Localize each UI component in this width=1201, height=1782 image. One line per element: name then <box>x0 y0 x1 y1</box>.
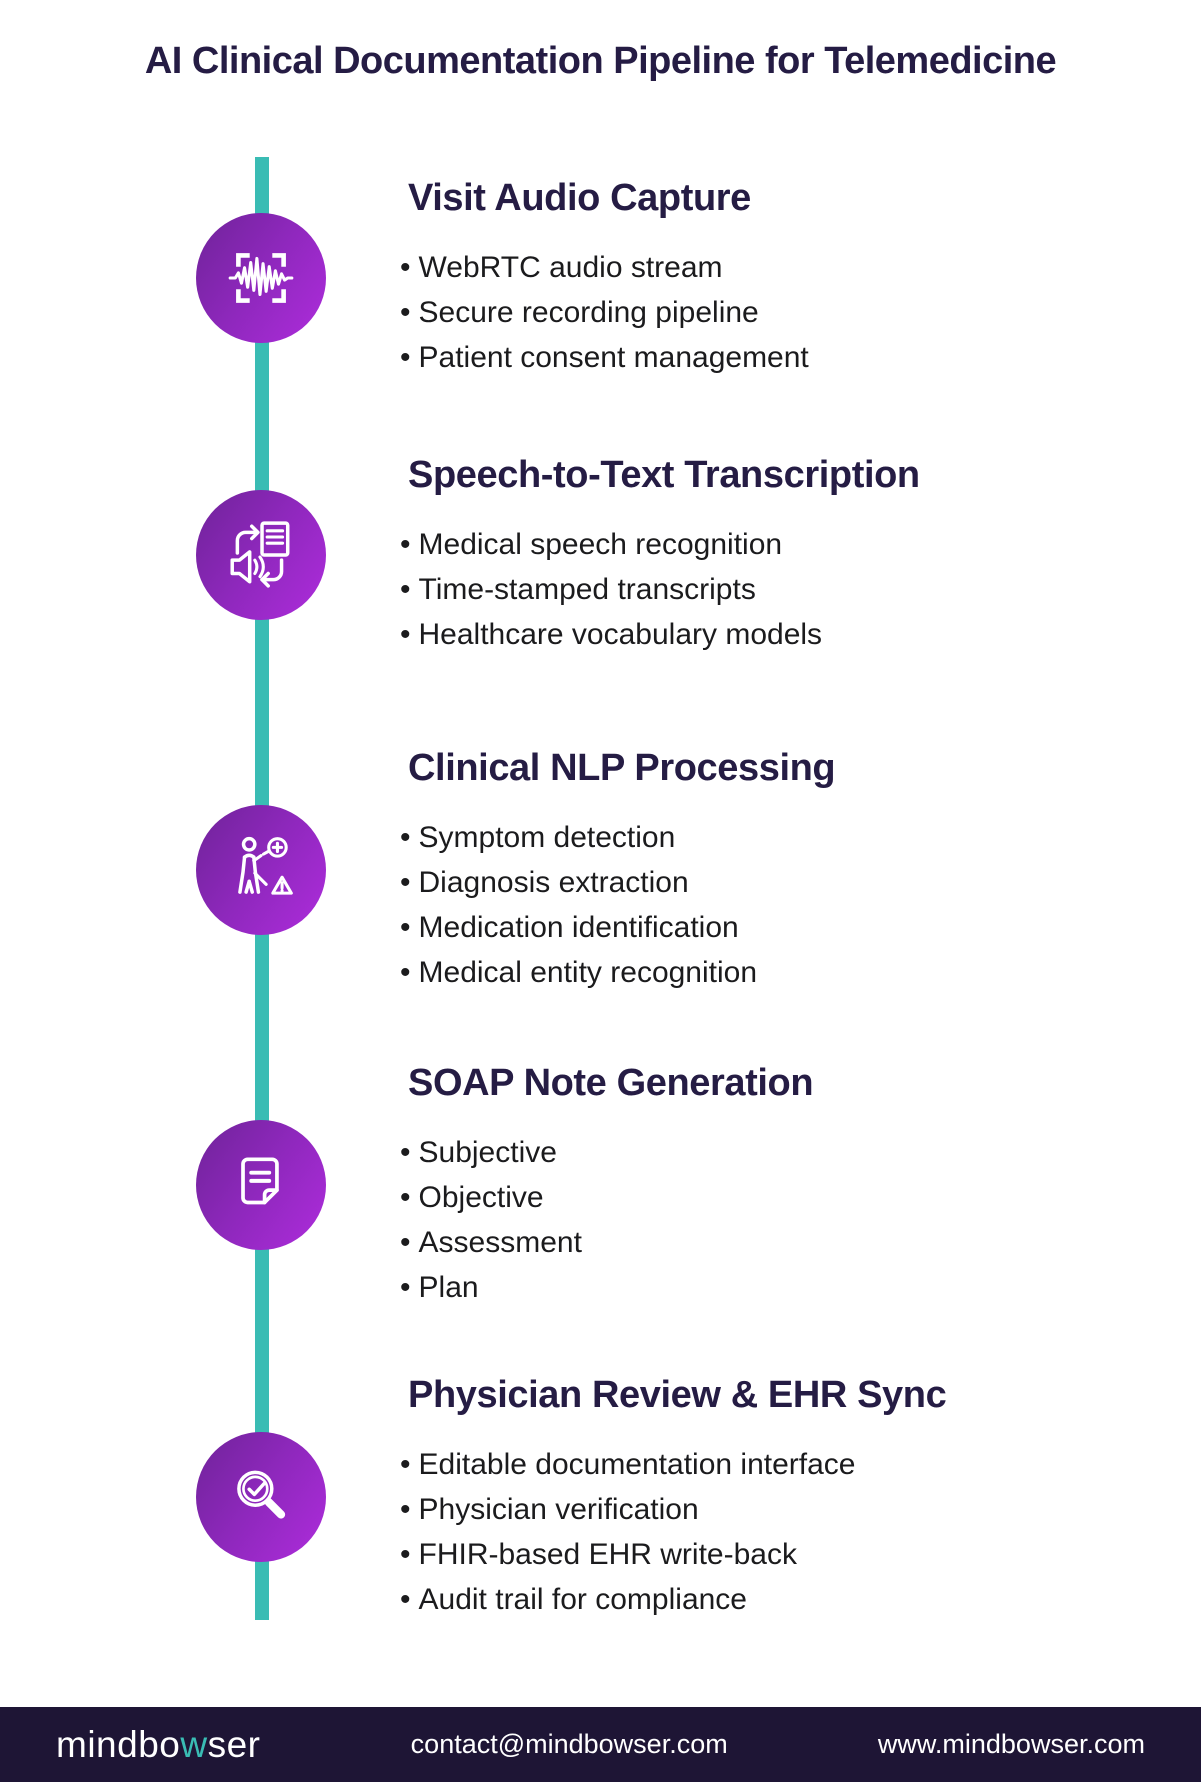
magnifier-check-icon <box>237 1470 286 1519</box>
footer: mindbowser contact@mindbowser.com www.mi… <box>0 1707 1201 1782</box>
step-5-content: Physician Review & EHR Sync Editable doc… <box>400 1372 1120 1622</box>
bullet-item: Healthcare vocabulary models <box>400 612 1120 657</box>
step-1-bullets: WebRTC audio stream Secure recording pip… <box>400 245 1120 380</box>
bullet-item: Secure recording pipeline <box>400 290 1120 335</box>
bullet-item: Medical entity recognition <box>400 950 1120 995</box>
step-4-circle <box>196 1120 326 1250</box>
step-3-title: Clinical NLP Processing <box>408 747 836 789</box>
bullet-item: Medication identification <box>400 905 1120 950</box>
footer-contact-email[interactable]: contact@mindbowser.com <box>410 1729 728 1759</box>
step-2-circle <box>196 490 326 620</box>
note-document-icon <box>241 1157 279 1205</box>
bullet-item: Physician verification <box>400 1487 1120 1532</box>
step-2-bullets: Medical speech recognition Time-stamped … <box>400 522 1120 657</box>
bullet-item: Editable documentation interface <box>400 1442 1120 1487</box>
bullet-item: FHIR-based EHR write-back <box>400 1532 1120 1577</box>
footer-website-url[interactable]: www.mindbowser.com <box>877 1729 1145 1759</box>
bullet-item: Diagnosis extraction <box>400 860 1120 905</box>
step-1-title: Visit Audio Capture <box>408 177 751 219</box>
step-4-bullets: Subjective Objective Assessment Plan <box>400 1130 1120 1310</box>
bullet-item: Assessment <box>400 1220 1120 1265</box>
audio-waveform-capture-icon <box>228 253 294 303</box>
logo-accent-w: w <box>180 1723 208 1765</box>
step-5-title: Physician Review & EHR Sync <box>408 1374 947 1416</box>
step-1-content: Visit Audio Capture WebRTC audio stream … <box>400 175 1120 380</box>
step-2-content: Speech-to-Text Transcription Medical spe… <box>400 452 1120 657</box>
step-2-title: Speech-to-Text Transcription <box>408 454 920 496</box>
bullet-item: Medical speech recognition <box>400 522 1120 567</box>
bullet-item: Time-stamped transcripts <box>400 567 1120 612</box>
step-5-bullets: Editable documentation interface Physici… <box>400 1442 1120 1622</box>
step-4-content: SOAP Note Generation Subjective Objectiv… <box>400 1060 1120 1310</box>
patient-symptom-analysis-icon <box>238 836 293 895</box>
bullet-item: Patient consent management <box>400 335 1120 380</box>
speech-to-text-icon <box>230 521 290 588</box>
bullet-item: Plan <box>400 1265 1120 1310</box>
bullet-item: Subjective <box>400 1130 1120 1175</box>
page-title: AI Clinical Documentation Pipeline for T… <box>144 40 1057 82</box>
step-4-title: SOAP Note Generation <box>408 1062 814 1104</box>
logo-text-prefix: mindbo <box>56 1723 181 1765</box>
step-3-circle <box>196 805 326 935</box>
mindbowser-logo: mindbowser <box>56 1724 261 1766</box>
logo-text-suffix: ser <box>207 1723 261 1765</box>
bullet-item: WebRTC audio stream <box>400 245 1120 290</box>
bullet-item: Symptom detection <box>400 815 1120 860</box>
step-3-bullets: Symptom detection Diagnosis extraction M… <box>400 815 1120 995</box>
step-3-content: Clinical NLP Processing Symptom detectio… <box>400 745 1120 995</box>
bullet-item: Objective <box>400 1175 1120 1220</box>
step-5-circle <box>196 1432 326 1562</box>
bullet-item: Audit trail for compliance <box>400 1577 1120 1622</box>
step-1-circle <box>196 213 326 343</box>
